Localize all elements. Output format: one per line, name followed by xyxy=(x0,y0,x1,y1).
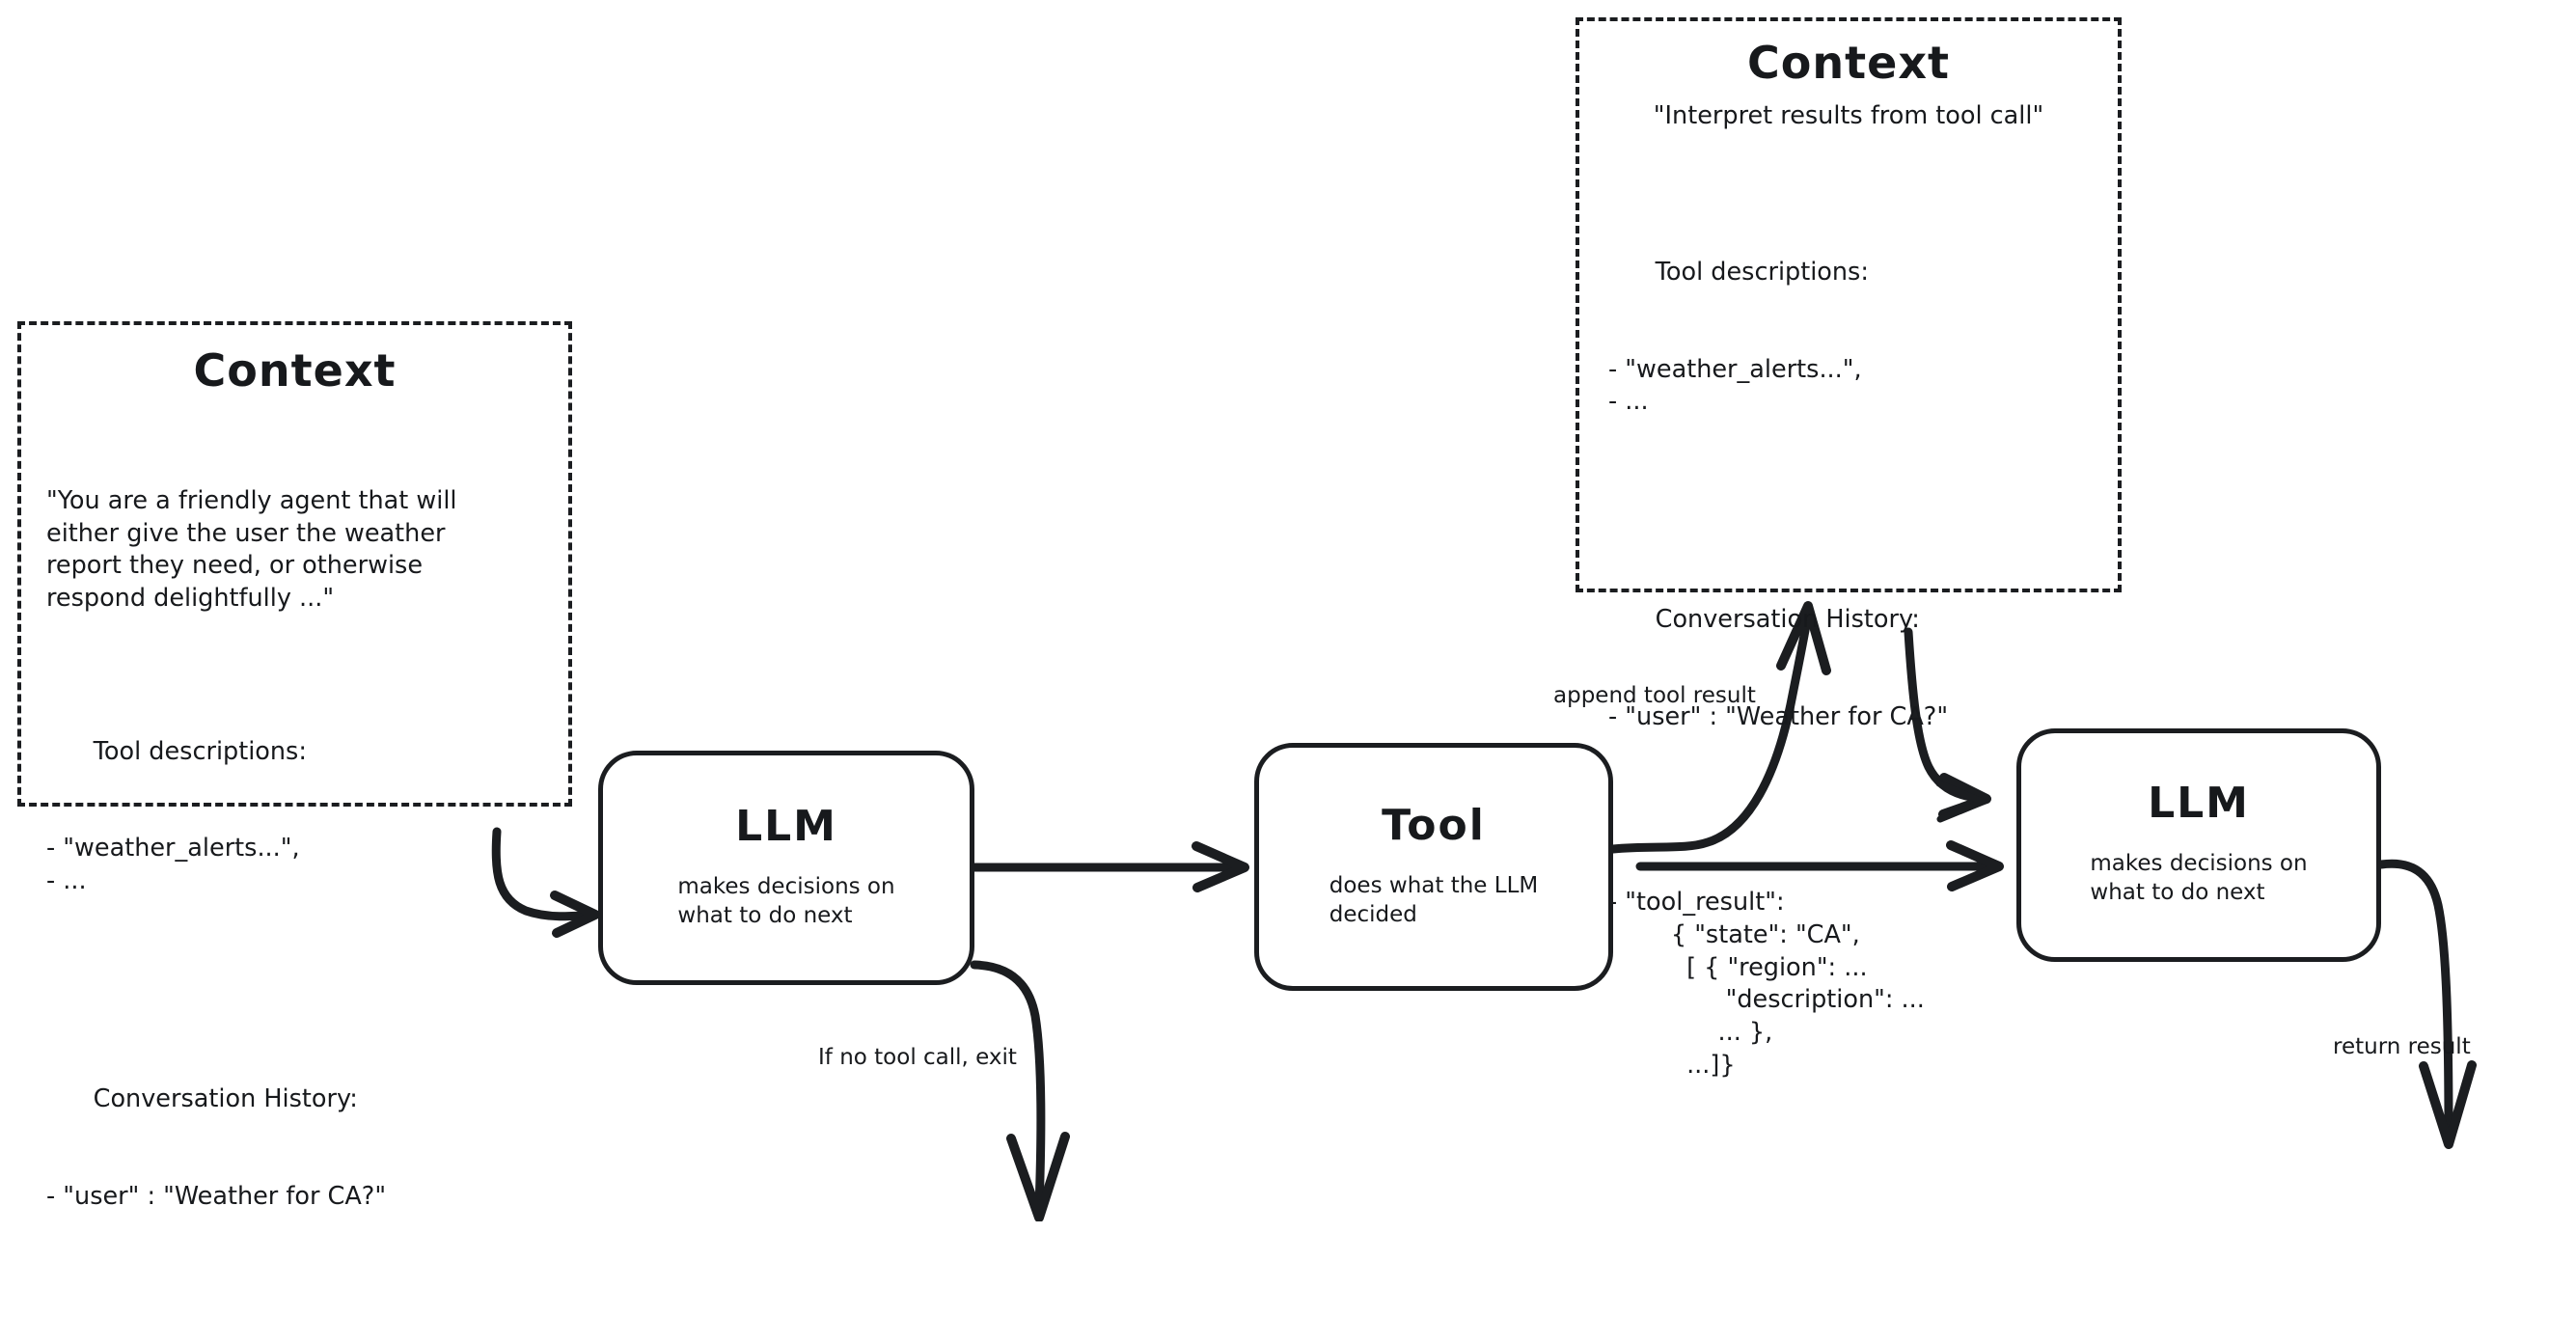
edge-llm2-return xyxy=(2376,859,2477,1149)
node-tool[interactable]: Tool does what the LLM decided xyxy=(1254,743,1613,991)
node-llm-first-title: LLM xyxy=(735,801,837,851)
node-llm-second-title: LLM xyxy=(2148,779,2250,829)
context-right-tool-descriptions-items: - "weather_alerts...", - ... xyxy=(1608,354,1862,417)
context-right-conversation-user: - "user" : "Weather for CA?" xyxy=(1608,702,1949,732)
context-right-quote: "Interpret results from tool call" xyxy=(1653,100,2044,130)
diagram-canvas xyxy=(491,601,2477,1221)
node-tool-title: Tool xyxy=(1382,800,1486,850)
edge-label-return-result: return result xyxy=(2333,1034,2471,1059)
context-left-tool-descriptions-heading: Tool descriptions: xyxy=(93,736,307,766)
context-left-tool-descriptions: Tool descriptions: - "weather_alerts..."… xyxy=(46,703,543,963)
node-llm-second-subtitle: makes decisions on what to do next xyxy=(2090,851,2308,905)
context-left-conversation-heading: Conversation History: xyxy=(93,1084,358,1114)
context-left-body: "You are a friendly agent that will eith… xyxy=(46,421,543,1343)
node-llm-second[interactable]: LLM makes decisions on what to do next xyxy=(2016,728,2381,962)
edge-tool-to-context xyxy=(1608,601,1831,854)
context-right-tool-descriptions-heading: Tool descriptions: xyxy=(1655,257,1869,287)
edge-context-to-llm2 xyxy=(1904,627,1991,823)
node-llm-first-subtitle: makes decisions on what to do next xyxy=(677,873,895,928)
context-left-conversation-history: Conversation History: - "user" : "Weathe… xyxy=(46,1051,543,1278)
context-right-conversation-heading: Conversation History: xyxy=(1655,605,1920,635)
edge-tool-to-llm2 xyxy=(1635,840,2004,891)
node-llm-first[interactable]: LLM makes decisions on what to do next xyxy=(598,751,974,985)
node-tool-subtitle: does what the LLM decided xyxy=(1329,872,1539,927)
edge-label-append-tool-result: append tool result xyxy=(1553,683,1756,708)
context-right-conversation-history: Conversation History: - "user" : "Weathe… xyxy=(1608,571,2089,799)
context-right-title: Context xyxy=(1747,37,1950,89)
context-box-left: Context "You are a friendly agent that w… xyxy=(17,321,572,1211)
context-left-system-prompt: "You are a friendly agent that will eith… xyxy=(46,485,457,613)
context-left-tool-descriptions-items: - "weather_alerts...", - ... xyxy=(46,834,300,896)
context-left-conversation-items: - "user" : "Weather for CA?" xyxy=(46,1182,387,1212)
context-right-tool-result: - "tool_result": { "state": "CA", [ { "r… xyxy=(1608,888,1925,1080)
edge-label-if-no-tool-call-exit: If no tool call, exit xyxy=(818,1045,1017,1070)
edge-context-to-llm1 xyxy=(491,827,600,938)
edge-llm1-to-tool xyxy=(970,841,1249,892)
context-right-tool-descriptions: Tool descriptions: - "weather_alerts..."… xyxy=(1608,224,2089,483)
context-box-right: Context "Interpret results from tool cal… xyxy=(1576,17,2122,1080)
context-left-title: Context xyxy=(193,344,397,397)
edge-llm1-exit xyxy=(970,960,1070,1221)
context-right-body: Tool descriptions: - "weather_alerts..."… xyxy=(1608,159,2089,1147)
